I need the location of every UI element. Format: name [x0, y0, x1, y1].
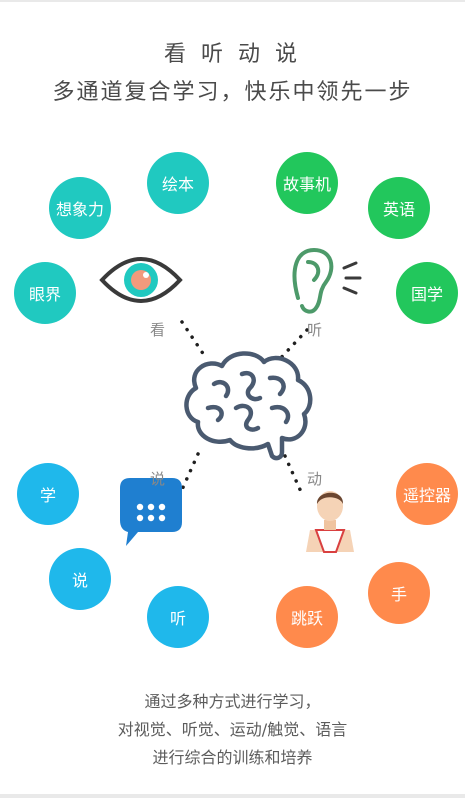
bubble-jump: 跳跃: [276, 586, 338, 648]
bubble-speak: 说: [49, 548, 111, 610]
label-hear: 听: [307, 321, 323, 339]
footer-line-1: 通过多种方式进行学习，: [144, 692, 321, 711]
bubble-learn: 学: [17, 463, 79, 525]
brain-icon: [184, 351, 313, 461]
label-move: 动: [307, 470, 323, 488]
eye-icon: [99, 257, 183, 303]
bubble-remote: 遥控器: [396, 463, 458, 525]
connector-move: [283, 454, 304, 496]
footer-description: 通过多种方式进行学习， 对视觉、听觉、运动/触觉、语言 进行综合的训练和培养: [0, 688, 465, 772]
bubble-vision: 眼界: [14, 262, 76, 324]
bubble-imagination: 想象力: [49, 177, 111, 239]
page-subtitle: 多通道复合学习，快乐中领先一步: [52, 80, 413, 105]
label-see: 看: [150, 321, 166, 339]
label-speak: 说: [150, 470, 166, 488]
footer-line-3: 进行综合的训练和培养: [152, 748, 313, 767]
athlete-icon: [306, 491, 354, 553]
speech-bubble-icon: [120, 478, 182, 546]
page-title: 看 听 动 说: [164, 42, 301, 67]
connector-speak: [178, 452, 200, 496]
sound-waves-icon: [342, 261, 362, 295]
bubble-listen: 听: [147, 586, 209, 648]
bubble-english: 英语: [368, 177, 430, 239]
bubble-story-machine: 故事机: [276, 152, 338, 214]
bottom-divider: [0, 794, 465, 798]
connector-see: [180, 320, 208, 360]
ear-icon: [292, 247, 334, 314]
bubble-picture-book: 绘本: [147, 152, 209, 214]
footer-line-2: 对视觉、听觉、运动/触觉、语言: [117, 720, 348, 739]
bubble-chinese-studies: 国学: [396, 262, 458, 324]
top-divider: [0, 0, 465, 2]
bubble-hand: 手: [368, 562, 430, 624]
